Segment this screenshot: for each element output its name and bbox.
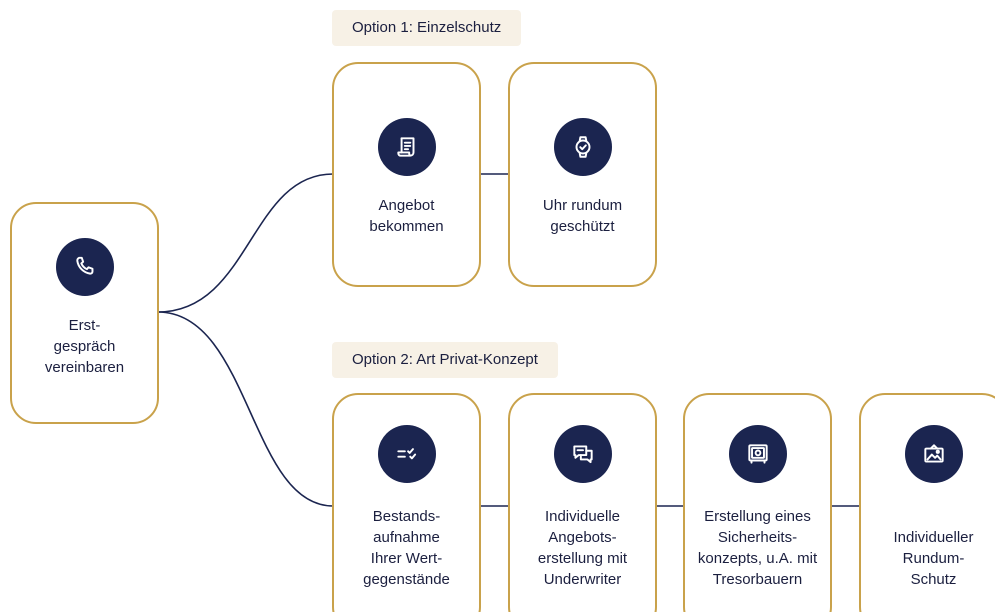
option1-label: Option 1: Einzelschutz [332, 10, 522, 46]
option1-step-2-text: Uhr rundum geschützt [542, 197, 623, 235]
option1-step-1-card: Angebot bekommen [332, 62, 481, 287]
document-icon [377, 118, 436, 176]
option2-step-3-text: Erstellung eines Sicherheits- konzepts, … [697, 508, 818, 588]
phone-icon [55, 238, 114, 296]
start-card: Erst- gespräch vereinbaren [10, 202, 159, 424]
option2-step-1-card: Bestands- aufnahme Ihrer Wert- gegenstän… [332, 393, 481, 612]
option2-step-3-card: Erstellung eines Sicherheits- konzepts, … [683, 393, 832, 612]
option1-step-2-card: Uhr rundum geschützt [508, 62, 657, 287]
option2-step-4-card: Individueller Rundum- Schutz [859, 393, 995, 612]
option2-step-1-text: Bestands- aufnahme Ihrer Wert- gegenstän… [363, 508, 450, 588]
connector-start-option1 [157, 173, 334, 313]
connector-start-option2 [157, 311, 334, 507]
safe-icon [728, 425, 787, 483]
option1-step-1-text: Angebot bekommen [369, 197, 444, 235]
chat-icon [553, 425, 612, 483]
option2-step-2-text: Individuelle Angebots- erstellung mit Un… [537, 508, 628, 588]
watch-icon [553, 118, 612, 176]
start-card-text: Erst- gespräch vereinbaren [44, 317, 125, 376]
picture-icon [904, 425, 963, 483]
option2-label: Option 2: Art Privat-Konzept [332, 342, 558, 378]
checklist-icon [377, 425, 436, 483]
option2-step-2-card: Individuelle Angebots- erstellung mit Un… [508, 393, 657, 612]
option2-step-4-text: Individueller Rundum- Schutz [893, 529, 974, 588]
